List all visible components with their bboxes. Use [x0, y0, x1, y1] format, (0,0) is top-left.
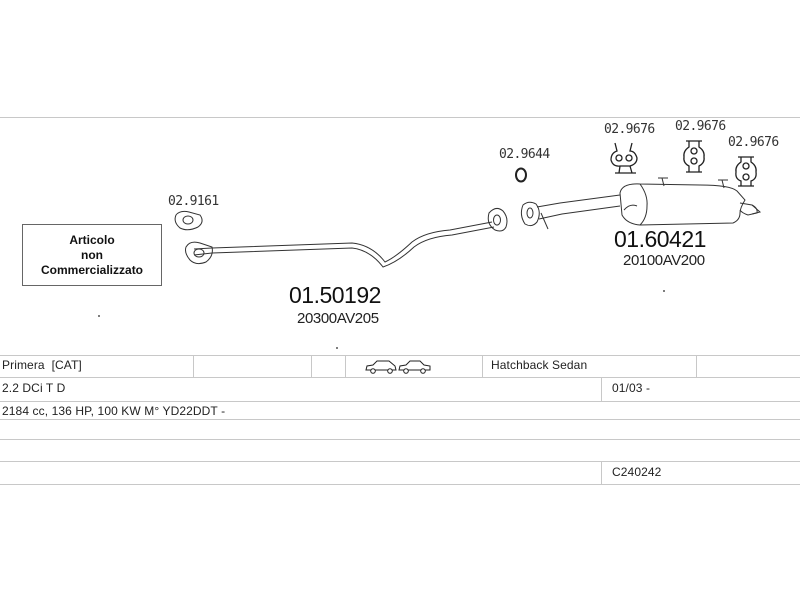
cell-divider	[601, 377, 602, 401]
cell-divider	[482, 355, 483, 377]
cell-divider	[345, 355, 346, 377]
sedan-car-icon	[398, 360, 431, 374]
vehicle-model: Primera [CAT]	[2, 358, 82, 372]
production-date: 01/03 -	[612, 381, 651, 395]
part-code-02-9676: 02.9676	[728, 135, 779, 150]
table-line	[0, 439, 800, 440]
cell-divider	[696, 355, 697, 377]
engine-spec: 2184 cc, 136 HP, 100 KW M° YD22DDT -	[2, 404, 226, 418]
rear-silencer-oem: 20100AV200	[623, 252, 705, 269]
dot-mark	[663, 290, 665, 292]
table-line	[0, 377, 800, 378]
cell-divider	[601, 461, 602, 484]
cell-divider	[311, 355, 312, 377]
hatchback-car-icon	[365, 360, 397, 374]
table-line	[0, 401, 800, 402]
front-pipe-code: 01.50192	[289, 282, 381, 308]
part-code-02-9676: 02.9676	[675, 119, 726, 134]
dot-mark	[336, 347, 338, 349]
rear-silencer-code: 01.60421	[614, 226, 706, 252]
hanger-02-9676-drawing	[610, 142, 638, 174]
part-code-02-9676: 02.9676	[604, 122, 655, 137]
table-line	[0, 461, 800, 462]
ring-02-9644-drawing	[515, 167, 527, 183]
front-pipe-drawing	[185, 207, 508, 268]
dot-mark	[98, 315, 100, 317]
note-line: Articolo	[69, 233, 115, 247]
rear-silencer-drawing	[520, 177, 762, 230]
body-type: Hatchback Sedan	[491, 358, 588, 372]
not-marketed-note: Articolo non Commercializzato	[22, 224, 162, 286]
part-code-02-9644: 02.9644	[499, 147, 550, 162]
note-line: Commercializzato	[40, 263, 144, 277]
table-line	[0, 484, 800, 485]
body-type-icons	[365, 359, 431, 375]
table-line	[0, 355, 800, 356]
front-pipe-oem: 20300AV205	[297, 310, 379, 327]
reference-code: C240242	[612, 465, 662, 479]
top-divider	[0, 117, 800, 118]
cell-divider	[193, 355, 194, 377]
hanger-02-9676-drawing	[735, 156, 757, 187]
engine: 2.2 DCi T D	[2, 381, 66, 395]
gasket-02-9161-drawing	[174, 210, 203, 231]
hanger-02-9676-drawing	[683, 140, 705, 173]
part-code-02-9161: 02.9161	[168, 194, 219, 209]
table-line	[0, 419, 800, 420]
note-line: non	[81, 248, 103, 262]
